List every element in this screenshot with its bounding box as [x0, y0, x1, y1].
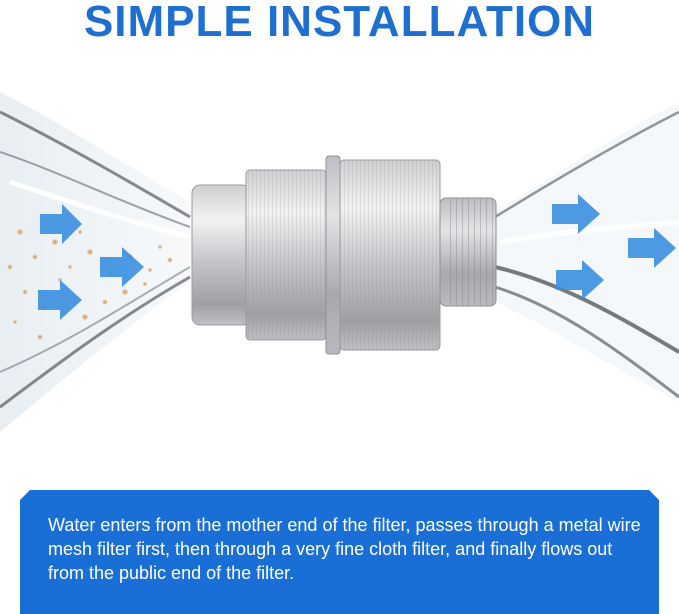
caption-banner	[20, 490, 659, 614]
page-title: SIMPLE INSTALLATION	[83, 0, 596, 46]
filter-body	[191, 155, 497, 355]
product-illustration	[0, 92, 679, 432]
arrow-icon	[552, 194, 676, 300]
arrow-icon	[38, 204, 144, 320]
caption-text: Water enters from the mother end of the …	[48, 515, 641, 583]
